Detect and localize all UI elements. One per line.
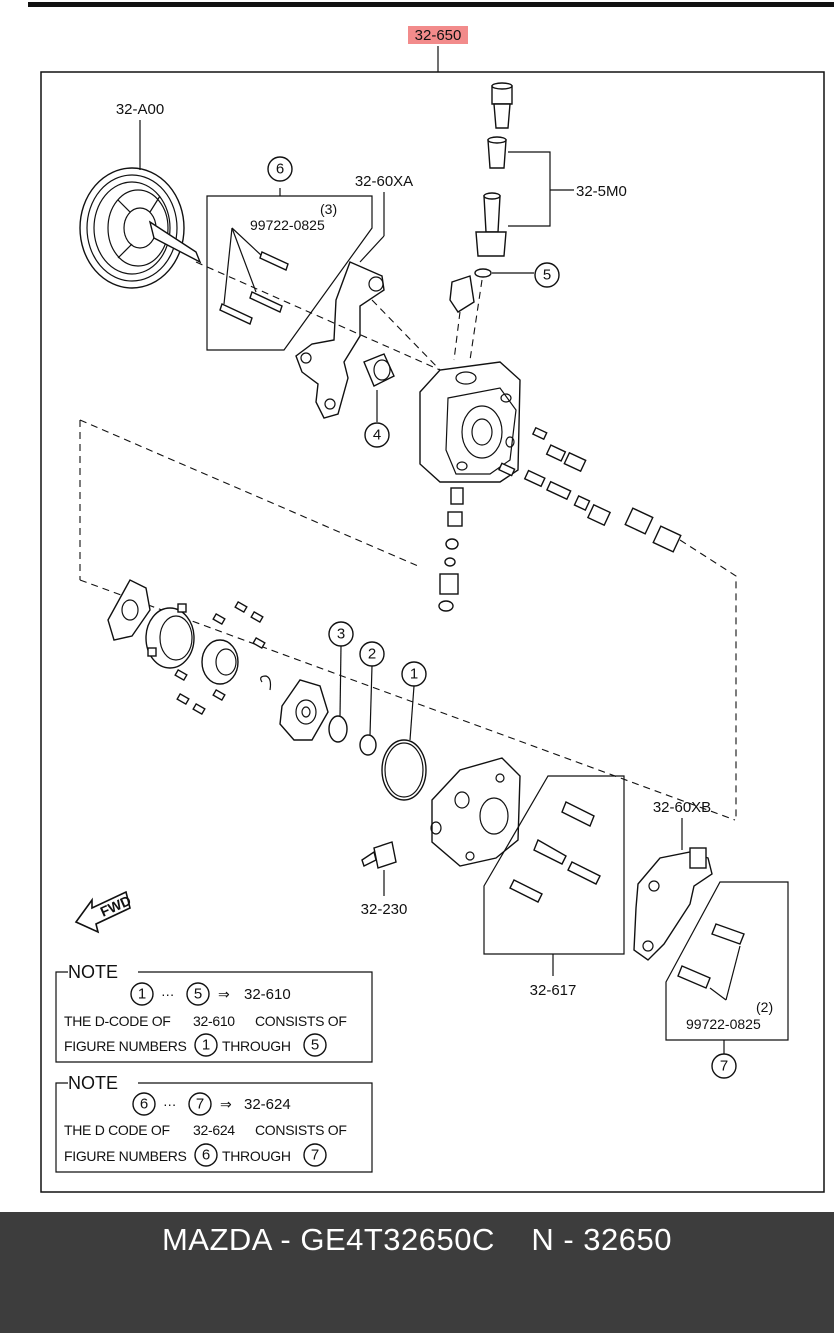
svg-text:THROUGH: THROUGH xyxy=(222,1038,291,1054)
svg-text:6: 6 xyxy=(140,1096,148,1113)
fitting-part[interactable] xyxy=(449,275,475,313)
bolt-set-b-outline xyxy=(665,881,789,1041)
svg-text:1: 1 xyxy=(138,986,146,1003)
callout-5[interactable]: 5 xyxy=(534,262,560,288)
svg-text:7: 7 xyxy=(311,1147,319,1164)
bolt-icon xyxy=(219,251,289,325)
svg-text:3: 3 xyxy=(337,626,345,643)
bolt-icon xyxy=(509,801,601,903)
seal-3-part[interactable] xyxy=(328,715,348,743)
o-ring-part[interactable] xyxy=(474,268,492,278)
note-target: 32-624 xyxy=(244,1096,291,1113)
vane-parts[interactable] xyxy=(174,600,266,716)
pulley-part[interactable] xyxy=(79,167,202,289)
svg-text:⇒: ⇒ xyxy=(220,1096,232,1112)
top-rule xyxy=(28,2,834,7)
svg-text:5: 5 xyxy=(194,986,202,1003)
pump-body-part[interactable] xyxy=(419,361,521,483)
bracket-b-part[interactable] xyxy=(633,847,713,961)
snap-ring-part[interactable] xyxy=(260,675,272,691)
callout-4[interactable]: 4 xyxy=(364,422,390,448)
bracket-b-label[interactable]: 32-60XB xyxy=(653,799,711,816)
bolt-set-b-qty: (2) xyxy=(756,999,773,1015)
svg-text:32-610: 32-610 xyxy=(193,1013,235,1029)
bearing-part[interactable] xyxy=(363,353,395,387)
footer-brand: MAZDA xyxy=(161,1222,272,1257)
fwd-arrow-icon: FWD xyxy=(74,890,133,934)
cam-ring-part[interactable] xyxy=(145,603,195,669)
svg-text:THE D CODE OF: THE D CODE OF xyxy=(64,1122,170,1138)
seal-2-part[interactable] xyxy=(359,734,377,756)
svg-text:···: ··· xyxy=(161,986,174,1002)
svg-text:7: 7 xyxy=(720,1058,728,1075)
svg-text:···: ··· xyxy=(163,1096,176,1112)
rear-housing-part[interactable] xyxy=(430,757,521,867)
svg-text:CONSISTS OF: CONSISTS OF xyxy=(255,1013,347,1029)
callout-6[interactable]: 6 xyxy=(267,156,293,182)
note-title: NOTE xyxy=(68,1073,118,1093)
bracket-a-label[interactable]: 32-60XA xyxy=(355,173,413,190)
svg-text:6: 6 xyxy=(276,161,284,178)
svg-text:1: 1 xyxy=(202,1037,210,1054)
bracket-a-part[interactable] xyxy=(295,261,385,419)
svg-text:5: 5 xyxy=(311,1037,319,1054)
diagram-frame xyxy=(40,71,825,1193)
valve-part[interactable] xyxy=(475,82,513,257)
nipple-label[interactable]: 32-230 xyxy=(361,901,408,918)
rotor-part[interactable] xyxy=(201,639,239,685)
relief-valve-parts[interactable] xyxy=(498,426,682,553)
parts-diagram: 32-650 32-A00 99722-0825 (3) 32-60XA xyxy=(28,2,834,1193)
bolt-set-a-qty: (3) xyxy=(320,201,337,217)
footer-caption: MAZDA - GE4T32650C N - 32650 xyxy=(161,1222,673,1257)
note-box-1: NOTE 1 ··· 5 ⇒ 32-610 THE D-CODE OF 32-6… xyxy=(55,962,373,1063)
footer-number: 32650 xyxy=(583,1222,673,1257)
svg-text:THROUGH: THROUGH xyxy=(222,1148,291,1164)
note-box-2: NOTE 6 ··· 7 ⇒ 32-624 THE D CODE OF 32-6… xyxy=(55,1073,373,1173)
svg-text:THE D-CODE OF: THE D-CODE OF xyxy=(64,1013,171,1029)
bolt-kit-outline xyxy=(483,775,625,955)
valve-group-label[interactable]: 32-5M0 xyxy=(576,183,627,200)
side-plate-part[interactable] xyxy=(107,579,151,641)
callout-7[interactable]: 7 xyxy=(711,1053,737,1079)
note-title: NOTE xyxy=(68,962,118,982)
svg-text:6: 6 xyxy=(202,1147,210,1164)
note-target: 32-610 xyxy=(244,986,291,1003)
footer-bar xyxy=(0,1212,834,1333)
svg-text:7: 7 xyxy=(196,1096,204,1113)
callout-3[interactable]: 3 xyxy=(328,621,354,647)
svg-text:4: 4 xyxy=(373,427,381,444)
control-valve-stack[interactable] xyxy=(438,487,464,612)
svg-text:CONSISTS OF: CONSISTS OF xyxy=(255,1122,347,1138)
callout-2[interactable]: 2 xyxy=(359,641,385,667)
svg-text:FIGURE NUMBERS: FIGURE NUMBERS xyxy=(64,1038,187,1054)
pressure-plate-part[interactable] xyxy=(279,679,329,741)
pulley-label[interactable]: 32-A00 xyxy=(116,101,164,118)
top-label-highlight xyxy=(408,26,468,44)
svg-text:⇒: ⇒ xyxy=(218,986,230,1002)
svg-text:2: 2 xyxy=(368,646,376,663)
seal-1-part[interactable] xyxy=(381,739,427,801)
bolt-icon xyxy=(677,923,745,989)
bolt-set-a-label[interactable]: 99722-0825 xyxy=(250,217,325,233)
nipple-part[interactable] xyxy=(361,841,397,869)
bolt-kit-label[interactable]: 32-617 xyxy=(530,982,577,999)
bolt-set-a-outline xyxy=(206,195,373,351)
top-label[interactable]: 32-650 xyxy=(415,27,462,44)
footer-part-code: GE4T32650C xyxy=(300,1222,495,1257)
footer-suffix: N xyxy=(531,1222,555,1257)
svg-text:FIGURE NUMBERS: FIGURE NUMBERS xyxy=(64,1148,187,1164)
svg-text:5: 5 xyxy=(543,267,551,284)
bolt-set-b-label[interactable]: 99722-0825 xyxy=(686,1016,761,1032)
svg-text:32-624: 32-624 xyxy=(193,1122,235,1138)
callout-1[interactable]: 1 xyxy=(401,661,427,687)
svg-text:1: 1 xyxy=(410,666,418,683)
